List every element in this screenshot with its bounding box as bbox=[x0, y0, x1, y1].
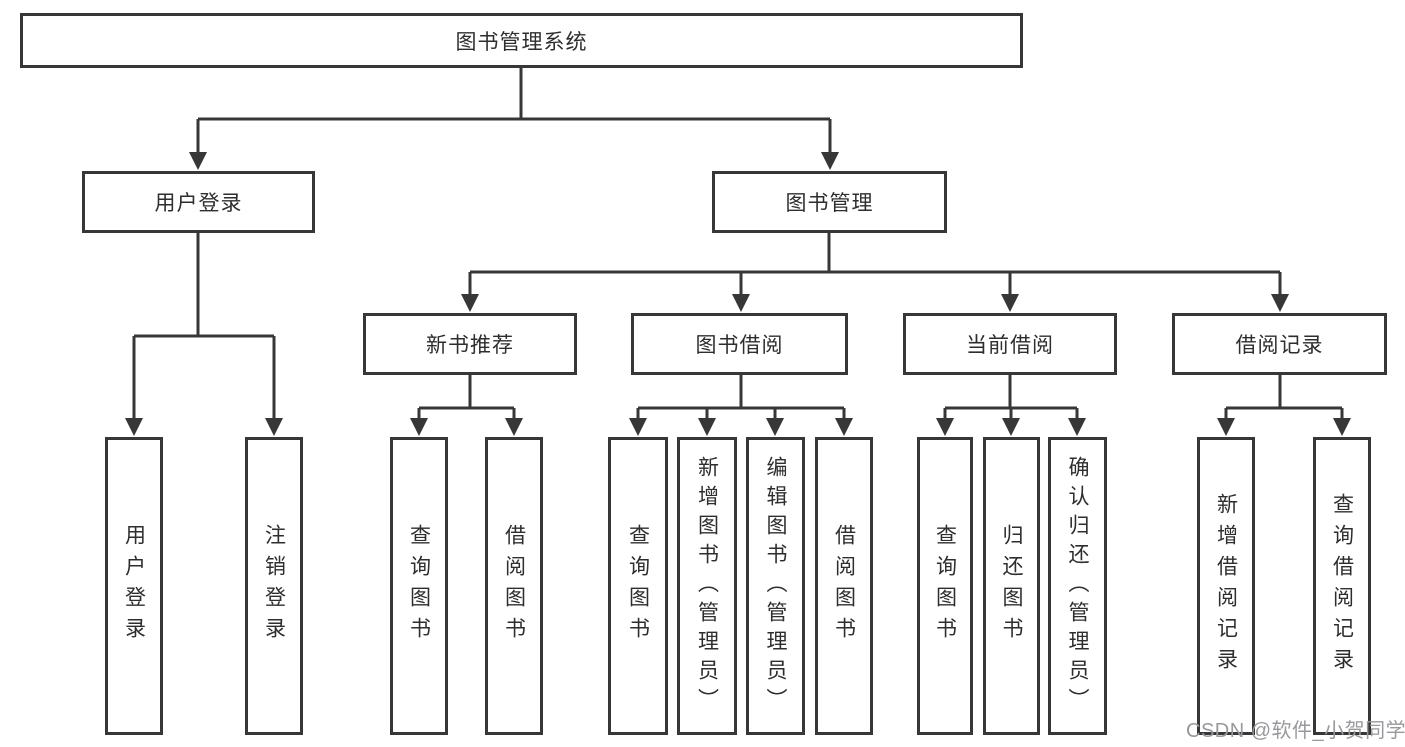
leaf-borrow-query-books: 查询图书 bbox=[608, 437, 668, 735]
leaf-current-confirm-return-admin: 确认归还（管理员） bbox=[1048, 437, 1107, 735]
user-login-branch bbox=[125, 233, 283, 436]
leaf-current-return-books: 归还图书 bbox=[983, 437, 1040, 735]
borrow-records-branch bbox=[1217, 375, 1351, 436]
book-borrow-branch bbox=[629, 375, 853, 436]
node-root-library-system: 图书管理系统 bbox=[20, 13, 1023, 68]
leaf-records-query-record: 查询借阅记录 bbox=[1313, 437, 1371, 735]
leaf-newbooks-query-books: 查询图书 bbox=[390, 437, 448, 735]
csdn-watermark: CSDN @软件_小贺同学 bbox=[1186, 720, 1405, 742]
leaf-borrow-edit-books-admin: 编辑图书（管理员） bbox=[746, 437, 805, 735]
node-current-borrow: 当前借阅 bbox=[903, 313, 1117, 375]
node-book-management: 图书管理 bbox=[712, 171, 947, 233]
leaf-current-query-books: 查询图书 bbox=[917, 437, 973, 735]
node-borrow-records: 借阅记录 bbox=[1172, 313, 1387, 375]
current-borrow-branch bbox=[936, 375, 1086, 436]
leaf-records-add-record: 新增借阅记录 bbox=[1197, 437, 1255, 735]
root-branch bbox=[189, 68, 839, 170]
new-books-branch bbox=[410, 375, 523, 436]
leaf-newbooks-borrow-books: 借阅图书 bbox=[485, 437, 543, 735]
leaf-borrow-borrow-books: 借阅图书 bbox=[815, 437, 873, 735]
leaf-user-login: 用户登录 bbox=[105, 437, 163, 735]
leaf-borrow-add-books-admin: 新增图书（管理员） bbox=[677, 437, 737, 735]
node-user-login: 用户登录 bbox=[82, 171, 315, 233]
node-book-borrow: 图书借阅 bbox=[631, 313, 848, 375]
leaf-logout: 注销登录 bbox=[245, 437, 303, 735]
node-new-book-recommend: 新书推荐 bbox=[363, 313, 577, 375]
book-mgmt-branch bbox=[461, 233, 1289, 312]
